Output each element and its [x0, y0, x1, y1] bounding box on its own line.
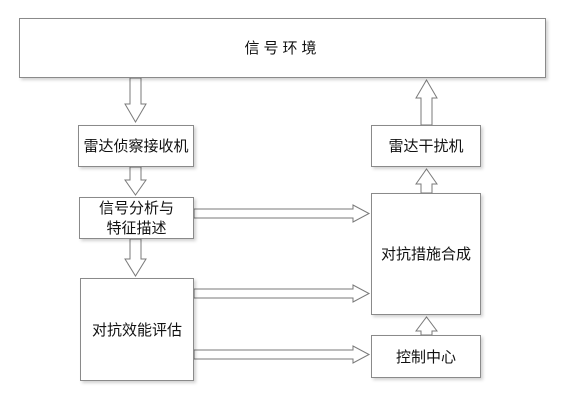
jammer-box: 雷达干扰机 [371, 125, 481, 167]
countermeasure-synthesis-box: 对抗措施合成 [371, 193, 481, 315]
arrow-synthesis-to-jammer [415, 168, 438, 194]
control-center-label: 控制中心 [395, 347, 456, 366]
recon-receiver-label: 雷达侦察接收机 [83, 137, 189, 155]
effectiveness-assessment-label: 对抗效能评估 [91, 320, 182, 339]
countermeasure-synthesis-label: 对抗措施合成 [380, 245, 471, 263]
arrow-jammer-to-env [415, 79, 438, 126]
signal-environment-label: 信号环境 [244, 39, 321, 57]
signal-analysis-label-line1: 信号分析与 [98, 199, 174, 217]
arrow-control-to-synthesis [415, 316, 438, 336]
signal-environment-box: 信号环境 [19, 18, 546, 78]
recon-receiver-box: 雷达侦察接收机 [78, 125, 194, 167]
arrow-assess-to-synthesis [193, 284, 371, 303]
control-center-box: 控制中心 [371, 335, 481, 378]
arrow-analysis-to-synthesis [193, 204, 371, 223]
arrow-env-to-recon [124, 77, 147, 123]
effectiveness-assessment-box: 对抗效能评估 [80, 278, 194, 381]
arrow-assess-to-control [193, 345, 371, 364]
signal-analysis-label-line2: 特征描述 [106, 219, 167, 237]
arrow-recon-to-analysis [124, 166, 147, 196]
arrow-analysis-to-assess [124, 238, 147, 277]
signal-analysis-box: 信号分析与 特征描述 [79, 197, 194, 239]
jammer-label: 雷达干扰机 [388, 137, 464, 155]
